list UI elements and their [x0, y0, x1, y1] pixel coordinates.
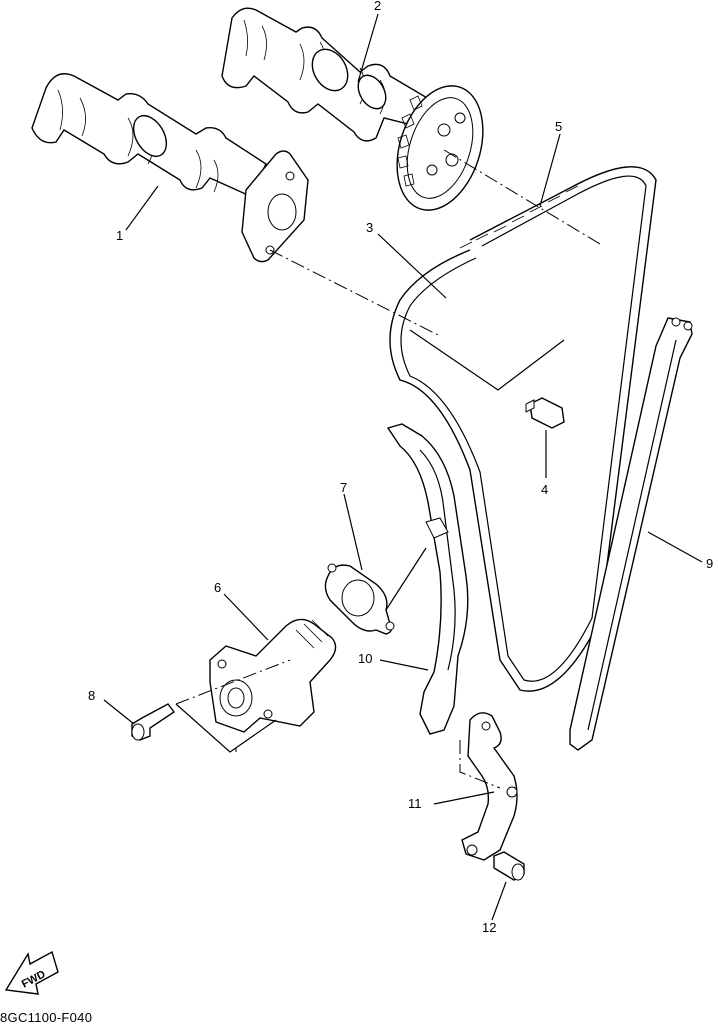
- callout-3: 3: [366, 220, 373, 235]
- callout-6: 6: [214, 580, 221, 595]
- tensioner-bolt[interactable]: [131, 703, 176, 741]
- forward-arrow-icon: FWD: [4, 950, 59, 995]
- callout-12: 12: [482, 920, 496, 935]
- camshaft-upper[interactable]: [221, 7, 435, 142]
- bracket-bolt[interactable]: [493, 851, 525, 881]
- diagram-code: 8GC1100-F040: [0, 1010, 93, 1025]
- chain-guide-intake[interactable]: [386, 423, 469, 735]
- leader-lines: [103, 13, 703, 921]
- camshaft-lower[interactable]: [31, 73, 267, 197]
- chain-tensioner[interactable]: [209, 618, 337, 733]
- tensioner-gasket[interactable]: [324, 563, 395, 635]
- callout-11: 11: [408, 796, 422, 811]
- callout-1: 1: [116, 228, 123, 243]
- sprocket-bolt[interactable]: [525, 397, 565, 429]
- callout-8: 8: [88, 688, 95, 703]
- camshaft-sprocket-upper[interactable]: [382, 75, 498, 221]
- callout-5: 5: [555, 119, 562, 134]
- callout-7: 7: [340, 480, 347, 495]
- callout-labels: 1 2 3 4 5 6 7 8 9 10 11 12: [88, 0, 713, 935]
- callout-9: 9: [706, 556, 713, 571]
- camshaft-cap[interactable]: [241, 150, 309, 263]
- callout-4: 4: [541, 482, 548, 497]
- chain-guide-exhaust[interactable]: [569, 317, 693, 751]
- group-brackets: [175, 329, 565, 753]
- chain-guide-bracket[interactable]: [461, 712, 518, 861]
- callout-2: 2: [374, 0, 381, 13]
- cam-chain[interactable]: [389, 166, 657, 692]
- assembly-lines: [175, 149, 601, 789]
- callout-10: 10: [358, 651, 372, 666]
